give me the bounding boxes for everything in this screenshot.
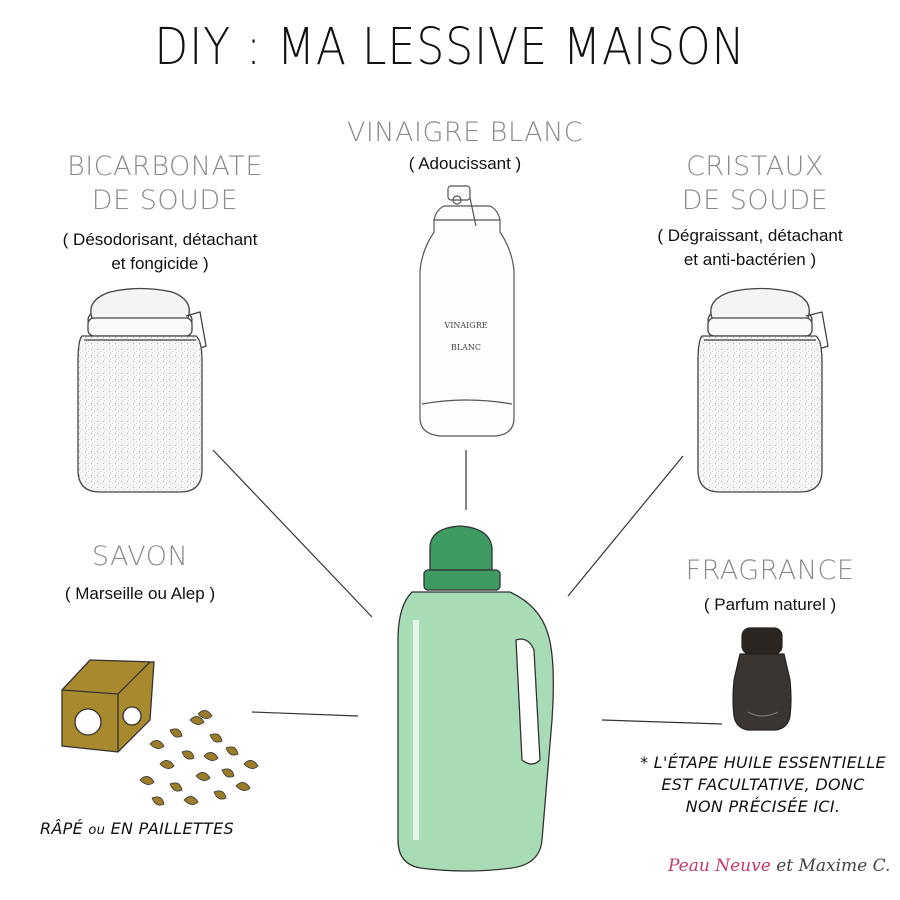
cristaux-jar-icon (697, 287, 829, 493)
fragrance-heading: FRAGRANCE (685, 555, 855, 586)
footnote: * L'ÉTAPE HUILE ESSENTIELLE EST FACULTAT… (628, 752, 898, 818)
cristaux-heading: CRISTAUX DE SOUDE (630, 150, 880, 218)
savon-heading: SAVON (91, 541, 189, 572)
bicarbonate-heading-line2: DE SOUDE (91, 185, 239, 216)
fragrance-bottle-icon (732, 627, 792, 731)
fragrance-description: ( Parfum naturel ) (703, 595, 837, 614)
bicarbonate-heading: BICARBONATE DE SOUDE (40, 150, 290, 218)
cristaux-description: ( Dégraissant, détachant et anti-bactéri… (600, 224, 900, 272)
footnote-line1: * L'ÉTAPE HUILE ESSENTIELLE (640, 753, 886, 772)
connector-lines (212, 449, 723, 725)
cristaux-desc-line2: et anti-bactérien ) (683, 250, 817, 269)
vinaigre-bottle-icon (419, 185, 515, 437)
detergent-bottle-icon (397, 525, 554, 872)
connector-bicarbonate (212, 449, 373, 618)
signature-part1: Peau Neuve (668, 856, 771, 876)
savon-caption: RÂPÉ ou EN PAILLETTES (40, 818, 250, 842)
bicarbonate-desc-line1: ( Désodorisant, détachant (62, 230, 258, 249)
connector-fragrance (601, 719, 723, 725)
footnote-line3: NON PRÉCISÉE ICI. (685, 797, 841, 816)
cristaux-heading-line2: DE SOUDE (681, 185, 829, 216)
savon-description: ( Marseille ou Alep ) (64, 584, 216, 603)
cristaux-heading-line1: CRISTAUX (686, 151, 824, 182)
vinaigre-bottle-label-line1: VINAIGRE (443, 321, 487, 330)
savon-caption-b: EN PAILLETTES (110, 819, 234, 838)
soap-flakes-icon (139, 710, 259, 806)
vinaigre-description: ( Adoucissant ) (408, 154, 522, 173)
vinaigre-bottle-label-line2: BLANC (451, 343, 481, 352)
savon-caption-or: ou (88, 823, 106, 838)
page-title: DIY : MA LESSIVE MAISON (154, 18, 746, 77)
savon-caption-a: RÂPÉ (40, 819, 84, 838)
connector-cristaux (567, 455, 684, 597)
connector-savon (251, 711, 359, 717)
bicarbonate-heading-line1: BICARBONATE (67, 151, 263, 182)
bicarbonate-desc-line2: et fongicide ) (111, 254, 209, 273)
cristaux-desc-line1: ( Dégraissant, détachant (657, 226, 843, 245)
footnote-line2: EST FACULTATIVE, DONC (661, 775, 865, 794)
signature-part2: et Maxime C. (776, 856, 891, 876)
bicarbonate-jar-icon (77, 287, 207, 493)
soap-cube-icon (61, 659, 155, 753)
vinaigre-heading: VINAIGRE BLANC (346, 117, 584, 148)
bicarbonate-description: ( Désodorisant, détachant et fongicide ) (10, 228, 310, 276)
signature: Peau Neuve et Maxime C. (668, 856, 898, 876)
